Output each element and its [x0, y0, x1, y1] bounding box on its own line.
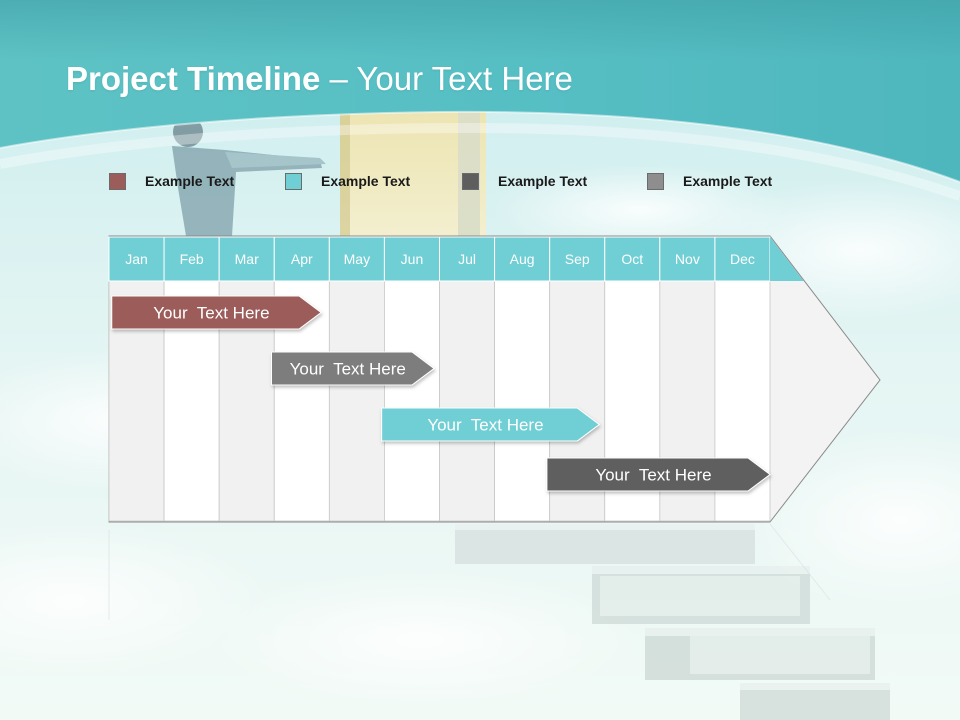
month-label: Jun [401, 251, 424, 267]
month-label: Jul [458, 251, 476, 267]
legend-label: Example Text [683, 173, 773, 189]
legend-label: Example Text [498, 173, 588, 189]
square-swatch-icon [285, 172, 302, 190]
legend-label: Example Text [321, 173, 411, 189]
legend-item: Example Text [647, 170, 772, 192]
month-label: Apr [291, 251, 313, 267]
month-column [439, 280, 495, 522]
timeline-bar-label: Your Text Here [595, 466, 711, 485]
month-header-cell [439, 236, 496, 282]
month-header-cell [383, 236, 440, 282]
title-subtitle: – Your Text Here [320, 60, 573, 97]
month-header-cell [714, 236, 771, 282]
month-header-cell [218, 236, 275, 282]
month-column [384, 280, 440, 522]
month-label: Oct [621, 251, 643, 267]
month-label: Feb [180, 251, 204, 267]
month-label: Mar [235, 251, 259, 267]
timeline-bar [381, 407, 601, 442]
month-label: Sep [565, 251, 590, 267]
month-header-cell [494, 236, 551, 282]
legend-item: Example Text [285, 170, 410, 192]
timeline-bar [111, 295, 322, 330]
month-label: Jan [125, 251, 148, 267]
month-header-cell [549, 236, 606, 282]
square-swatch-icon [109, 172, 126, 190]
month-column [494, 280, 551, 522]
legend-label: Example Text [145, 173, 235, 189]
timeline-bar-label: Your Text Here [427, 416, 543, 435]
month-header-tip [770, 237, 804, 281]
month-header-cell [659, 236, 716, 282]
timeline-bar [270, 351, 435, 386]
timeline-bar-label: Your Text Here [290, 360, 406, 379]
legend-item: Example Text [462, 170, 587, 192]
month-header-cell [328, 236, 385, 282]
month-column [328, 280, 385, 522]
month-label: Nov [675, 251, 700, 267]
month-header-cell [273, 236, 330, 282]
timeline-bar [546, 457, 771, 492]
month-label: Dec [730, 251, 755, 267]
title-main: Project Timeline [66, 60, 321, 97]
legend-item: Example Text [109, 170, 234, 192]
month-label: Aug [510, 251, 535, 267]
month-label: May [344, 251, 370, 267]
timeline-bar-label: Your Text Here [153, 304, 269, 323]
page-title: Project Timeline – Your Text Here [66, 60, 573, 98]
square-swatch-icon [647, 172, 664, 190]
month-header-cell [163, 236, 220, 282]
square-swatch-icon [462, 172, 479, 190]
